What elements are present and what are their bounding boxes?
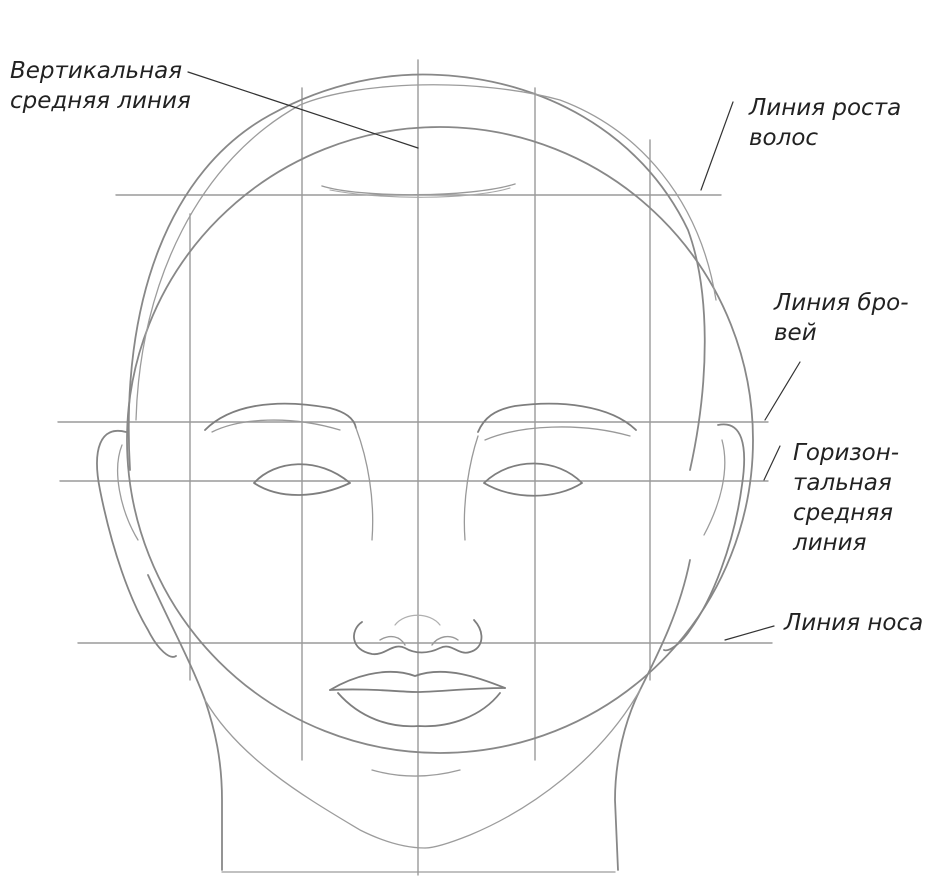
brow-right-lower: [485, 427, 630, 440]
ear-left: [97, 431, 176, 657]
vertical-midline-label: Вертикальная средняя линия: [10, 56, 191, 116]
skull-contour: [129, 74, 705, 470]
lower-lip: [338, 693, 500, 726]
facial-features: [205, 184, 636, 726]
nose-line-label-line1: Линия носа: [784, 608, 923, 638]
jaw-right: [615, 560, 690, 870]
horizontal-midline-label-line4: линия: [793, 528, 899, 558]
nose-line-leader: [725, 626, 774, 640]
chin-line: [372, 770, 460, 776]
ears: [97, 424, 744, 657]
brow-right: [478, 404, 636, 432]
brow-line-leader: [765, 362, 800, 420]
horizontal-midline-label-line3: средняя: [793, 498, 899, 528]
ear-right: [664, 424, 744, 650]
jaw-right-inner: [425, 690, 640, 848]
hairline-label-line2: волос: [749, 123, 901, 153]
leader-lines: [188, 72, 800, 640]
skull-contour-sketch: [136, 85, 716, 420]
brow-line-label-line1: Линия бро-: [774, 288, 909, 318]
nose-bridge-right: [464, 436, 478, 540]
hairline-label-line1: Линия роста: [749, 93, 901, 123]
hairline-label: Линия роста волос: [749, 93, 901, 153]
eye-right: [484, 463, 582, 495]
nostril-left: [380, 637, 405, 645]
brow-line-label-line2: вей: [774, 318, 909, 348]
jaw-left: [148, 575, 222, 870]
nose-bridge-left: [356, 428, 373, 540]
vertical-midline-label-line1: Вертикальная: [10, 56, 191, 86]
horizontal-midline-leader: [764, 446, 780, 480]
horizontal-midline-label-line1: Горизон-: [793, 438, 899, 468]
hairline-leader: [701, 102, 733, 190]
vertical-midline-label-line2: средняя линия: [10, 86, 191, 116]
brow-line-label: Линия бро- вей: [774, 288, 909, 348]
horizontal-midline-label-line2: тальная: [793, 468, 899, 498]
horizontal-midline-label: Горизон- тальная средняя линия: [793, 438, 899, 558]
nose-line-label: Линия носа: [784, 608, 923, 638]
ear-right-inner: [704, 440, 725, 535]
cranium-circle: [127, 127, 753, 753]
vertical-midline-leader: [188, 72, 418, 148]
nostril-right: [432, 637, 458, 645]
